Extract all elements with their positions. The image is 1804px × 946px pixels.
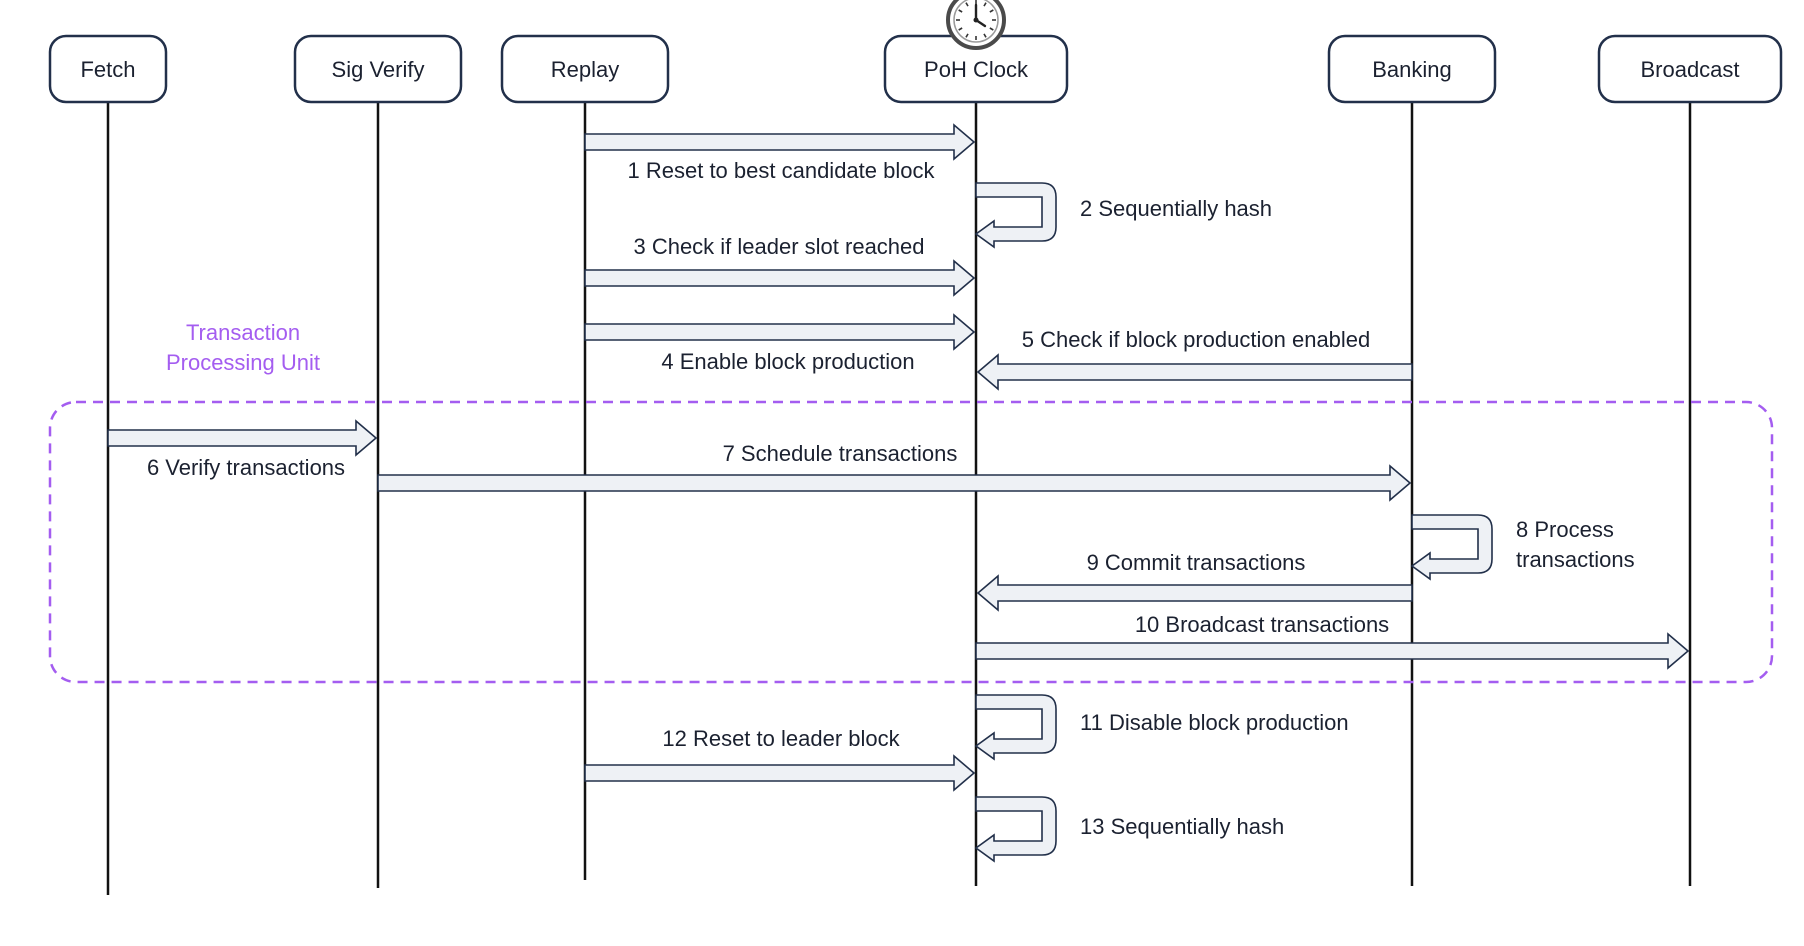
actor-replay: Replay (500, 34, 670, 104)
message-label-12: 12 Reset to leader block (662, 726, 900, 751)
actor-label-banking: Banking (1372, 57, 1452, 82)
message-arrow-7 (377, 464, 1412, 502)
actor-box-banking (1327, 34, 1497, 104)
actor-label-replay: Replay (551, 57, 619, 82)
message-label-5: 5 Check if block production enabled (1022, 327, 1371, 352)
actor-fetch: Fetch (48, 34, 168, 104)
actor-box-replay (500, 34, 670, 104)
message-label-1: 1 Reset to best candidate block (628, 158, 936, 183)
message-arrow-1 (584, 123, 976, 161)
actor-label-sigverify: Sig Verify (332, 57, 425, 82)
actors: Fetch Sig Verify Replay PoH Clock Banking Bro… (48, 0, 1783, 104)
message-label-4: 4 Enable block production (661, 349, 914, 374)
actor-banking: Banking (1327, 34, 1497, 104)
actor-poh: PoH Clock (883, 0, 1069, 104)
message-arrow-5 (976, 353, 1413, 391)
actor-box-broadcast (1597, 34, 1783, 104)
actor-box-sigverify (293, 34, 463, 104)
message-arrow-6 (107, 419, 378, 457)
message-arrow-4 (584, 313, 976, 351)
message-arrow-9 (976, 574, 1413, 612)
message-label-2: 2 Sequentially hash (1080, 196, 1272, 221)
message-label-10: 10 Broadcast transactions (1135, 612, 1389, 637)
message-label-6: 6 Verify transactions (147, 455, 345, 480)
group-boundary (48, 400, 1774, 684)
message-arrow-8 (1410, 514, 1493, 581)
message-arrow-10 (975, 632, 1690, 670)
message-label-3: 3 Check if leader slot reached (633, 234, 924, 259)
message-arrow-12 (584, 754, 976, 792)
message-label-13: 13 Sequentially hash (1080, 814, 1284, 839)
actor-box-fetch (48, 34, 168, 104)
actor-label-broadcast: Broadcast (1640, 57, 1739, 82)
message-arrow-13 (974, 796, 1057, 863)
message-arrow-2 (974, 182, 1057, 249)
message-arrow-11 (974, 694, 1057, 761)
message-label-7: 7 Schedule transactions (723, 441, 958, 466)
message-arrow-3 (584, 259, 976, 297)
actor-label-fetch: Fetch (80, 57, 135, 82)
messages: 1 Reset to best candidate block 2 Sequent… (107, 123, 1690, 863)
actor-broadcast: Broadcast (1597, 34, 1783, 104)
actor-sigverify: Sig Verify (293, 34, 463, 104)
actor-label-poh: PoH Clock (924, 57, 1029, 82)
message-label-9: 9 Commit transactions (1087, 550, 1306, 575)
message-label-11: 11 Disable block production (1080, 710, 1349, 735)
clock-icon (946, 0, 1006, 50)
